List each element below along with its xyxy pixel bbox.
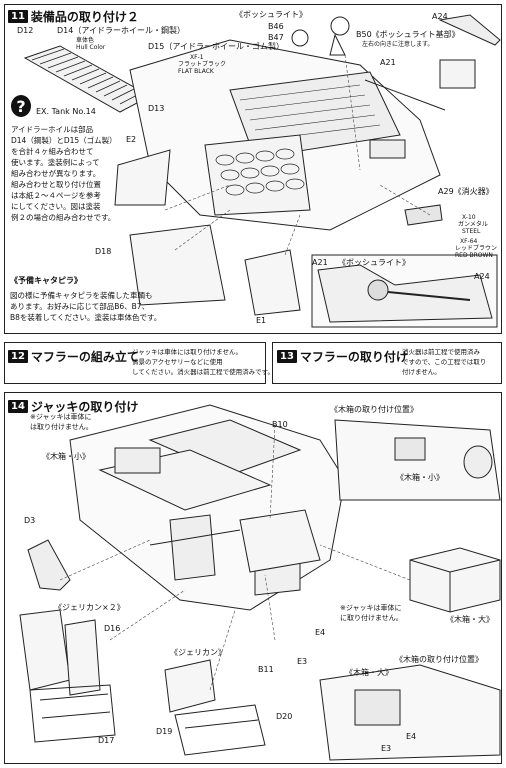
label-xf64: XF-64: [460, 238, 478, 245]
label-xf64-en: RED BROWN: [455, 252, 493, 259]
label-d17: D17: [98, 736, 115, 745]
spare-track-note-line: B8を装着してください。塗装は車体色です。: [10, 313, 162, 322]
jack-note-2-line: に取り付けません。: [340, 614, 403, 622]
step-13-number: 13: [277, 350, 297, 363]
step-13-note-line: 消火器は前工程で使用済み: [402, 348, 480, 356]
step-12-number: 12: [8, 350, 28, 363]
label-xf1-jp: フラットブラック: [178, 61, 227, 68]
label-d14: D14（アイドラーホイール・鋼製）: [57, 26, 185, 35]
idler-note-line: は本紙２～４ページを参考: [11, 191, 101, 200]
label-a24-bottom: A24: [474, 272, 490, 281]
label-e1: E1: [256, 316, 267, 325]
label-e4-b: E4: [406, 732, 417, 741]
label-jerrycan: 《ジェリカン》: [170, 648, 226, 657]
label-b50-note: 左右の向きに注意します。: [362, 41, 434, 48]
label-b11: B11: [258, 665, 274, 674]
step-12-title-text: マフラーの組み立て: [30, 350, 139, 364]
label-b10: B10: [272, 420, 288, 429]
label-d19: D19: [156, 727, 173, 736]
label-e4: E4: [315, 628, 326, 637]
label-x10-en: STEEL: [462, 228, 481, 235]
spare-track-note: 図の様に予備キャタピラを装備した車輌も あります。お好みに応じて部品B6、B7、…: [10, 290, 161, 323]
label-e3-b: E3: [381, 744, 392, 753]
label-box-position: 《木箱の取り付け位置》: [330, 405, 418, 414]
label-jerrycan-x2: 《ジェリカン×２》: [54, 603, 125, 612]
step-12-title: 12 マフラーの組み立て: [8, 348, 139, 365]
inset-drawing: [311, 254, 498, 328]
idler-note-line: 例２の場合の組み合わせです。: [11, 213, 116, 222]
jack-note-2-line: ※ジャッキは車体に: [340, 604, 402, 612]
label-bosch-light: 《ボッシュライト》: [235, 10, 307, 19]
spare-track-note-line: あります。お好みに応じて部品B6、B7、: [10, 302, 150, 311]
idler-note: アイドラーホイルは部品 D14（鋼製）とD15（ゴム製） を合計４ヶ組み合わせて…: [11, 124, 117, 223]
label-b47: B47: [268, 33, 284, 42]
label-xf1-en: FLAT BLACK: [178, 68, 214, 75]
idler-note-line: D14（鋼製）とD15（ゴム製）: [11, 136, 117, 145]
label-xf64-jp: レッドブラウン: [455, 245, 498, 252]
label-d15: D15（アイドラーホイール・ゴム製）: [148, 42, 284, 51]
idler-note-line: 組み合わせと取り付け位置: [11, 180, 101, 189]
label-d3: D3: [24, 516, 36, 525]
step-12-note-line: 情景のアクセサリーなどに使用: [132, 358, 223, 366]
step-13-note: 消火器は前工程で使用済み ですので、この工程では取り 付けません。: [402, 347, 486, 377]
label-e3: E3: [297, 657, 308, 666]
label-d13: D13: [148, 104, 165, 113]
spare-track-title: 《予備キャタピラ》: [10, 276, 82, 285]
label-a24-top: A24: [432, 12, 448, 21]
jack-note-line: ※ジャッキは車体に: [30, 413, 92, 421]
label-small-box: 《木箱・小》: [42, 452, 90, 461]
step-12-note: ジャッキは車体には取り付けません。 情景のアクセサリーなどに使用 してください。…: [132, 347, 274, 377]
label-d12: D12: [17, 26, 34, 35]
label-d18: D18: [95, 247, 112, 256]
step-13-title-text: マフラーの取り付け: [299, 350, 408, 364]
label-d14-color-en: Hull Color: [76, 44, 106, 51]
step-13-panel: [272, 342, 502, 384]
step-12-note-line: してください。消火器は前工程で使用済みです。: [132, 368, 274, 376]
jack-note-line: は取り付けません。: [30, 423, 93, 431]
idler-note-line: アイドラーホイルは部品: [11, 125, 94, 134]
step-11-title-text: 装備品の取り付け２: [30, 10, 139, 24]
idler-note-line: 組み合わせが異なります。: [11, 169, 101, 178]
step-13-note-line: 付けません。: [402, 368, 441, 376]
label-x10-jp: ガンメタル: [458, 221, 488, 228]
idler-track-drawing: [23, 45, 152, 113]
label-b50: B50《ボッシュライト基部》: [356, 30, 460, 39]
jack-note-2: ※ジャッキは車体に に取り付けません。: [340, 603, 403, 623]
label-b46: B46: [268, 22, 284, 31]
accessory-drawings: [291, 14, 501, 226]
label-small-box-2: 《木箱・小》: [396, 473, 444, 482]
jack-note: ※ジャッキは車体に は取り付けません。: [30, 412, 93, 432]
idler-note-line: にしてください。図は塗装: [11, 202, 101, 211]
label-box-position-2: 《木箱の取り付け位置》: [395, 655, 483, 664]
label-bosch-light-2: 《ボッシュライト》: [338, 258, 410, 267]
step-11-number: 11: [8, 10, 28, 23]
label-large-box-2: 《木箱・大》: [345, 668, 393, 677]
step-11-drawing: [23, 14, 501, 328]
step-12-note-line: ジャッキは車体には取り付けません。: [132, 348, 242, 356]
idler-note-line: 使います。塗装例によって: [11, 158, 100, 167]
label-large-box: 《木箱・大》: [446, 615, 494, 624]
label-a21-top: A21: [380, 58, 396, 67]
step-11-title: 11 装備品の取り付け２: [8, 8, 139, 25]
label-x10: X-10: [462, 214, 476, 221]
ex-tank-label: EX. Tank No.14: [36, 107, 96, 116]
step-14-panel: [4, 392, 502, 764]
label-a21-bottom: A21: [312, 258, 328, 267]
fender-drawings: [114, 149, 301, 316]
spare-track-note-line: 図の様に予備キャタピラを装備した車輌も: [10, 291, 153, 300]
idler-note-line: を合計４ヶ組み合わせて: [11, 147, 94, 156]
label-d14-color-jp: 車体色: [76, 37, 95, 44]
label-xf1: XF-1: [190, 54, 204, 61]
step-13-note-line: ですので、この工程では取り: [402, 358, 487, 366]
step-13-title: 13 マフラーの取り付け: [277, 348, 408, 365]
step-14-number: 14: [8, 400, 28, 413]
label-d20: D20: [276, 712, 293, 721]
leader-lines: [164, 54, 431, 256]
question-icon: ?: [11, 95, 31, 117]
label-d16: D16: [104, 624, 121, 633]
label-e2: E2: [126, 135, 137, 144]
step-12-panel: [4, 342, 266, 384]
label-a29: A29《消火器》: [438, 187, 494, 196]
